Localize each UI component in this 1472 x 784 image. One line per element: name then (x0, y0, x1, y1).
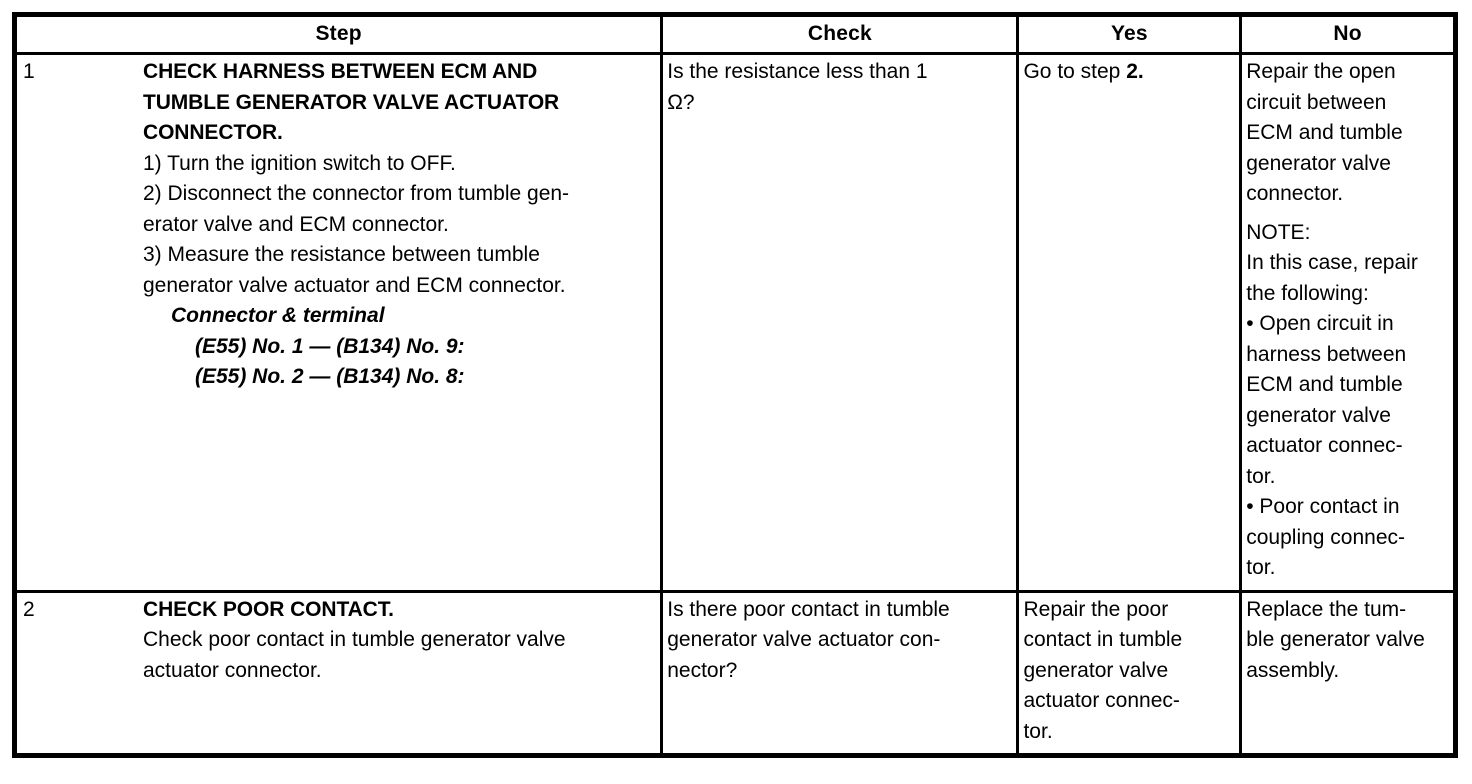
connector-terminal-line: (E55) No. 1 — (B134) No. 9: (195, 334, 465, 358)
step-item-line: 3) Measure the resistance between tumble (143, 243, 540, 266)
cell-yes-2: Repair the poor contact in tumble genera… (1017, 591, 1243, 756)
bullet-item-line: actuator connec- (1246, 434, 1403, 457)
cell-check-2: Is there poor contact in tumble generato… (661, 591, 1020, 756)
check-text-line: Is the resistance less than 1 (667, 60, 928, 83)
step-item-line: generator valve actuator and ECM connect… (143, 273, 566, 297)
step-title-line: CHECK POOR CONTACT. (143, 597, 394, 621)
column-header-check: Check (661, 14, 1020, 55)
yes-step-reference: 2. (1126, 60, 1144, 83)
step-title-line: TUMBLE GENERATOR VALVE ACTUATOR (143, 90, 560, 114)
bullet-item-line: generator valve (1246, 403, 1391, 427)
step-number: 1 (23, 60, 35, 83)
table-body: 1 CHECK HARNESS BETWEEN ECM AND TUMBLE G… (14, 53, 1456, 756)
yes-text-line: Repair the poor (1023, 597, 1169, 621)
no-text-line: ble generator valve (1246, 628, 1425, 651)
note-label: NOTE: (1246, 220, 1311, 244)
table-row: 1 CHECK HARNESS BETWEEN ECM AND TUMBLE G… (14, 53, 1456, 593)
no-text-line: circuit between (1246, 90, 1387, 114)
check-text-line: Is there poor contact in tumble (667, 597, 950, 621)
connector-terminal-line: (E55) No. 2 — (B134) No. 8: (195, 365, 465, 388)
yes-text-prefix: Go to step (1023, 60, 1127, 83)
yes-text-line: actuator connec- (1023, 689, 1180, 712)
step-item-line: erator valve and ECM connector. (143, 212, 449, 236)
table-row: 2 CHECK POOR CONTACT. Check poor contact… (14, 591, 1456, 756)
column-header-step: Step (14, 14, 664, 55)
yes-text-line: generator valve (1023, 658, 1169, 682)
cell-yes-1: Go to step 2. (1017, 53, 1243, 593)
check-text-line: Ω? (667, 90, 695, 114)
column-header-no: No (1240, 14, 1456, 55)
spacer-line (1246, 210, 1449, 218)
cell-step-2: 2 CHECK POOR CONTACT. Check poor contact… (14, 591, 664, 756)
note-text-line: the following: (1246, 281, 1369, 305)
check-text-line: generator valve actuator con- (667, 628, 941, 651)
no-text-line: connector. (1246, 182, 1344, 205)
yes-text-line: tor. (1023, 719, 1053, 743)
note-text-line: In this case, repair (1246, 251, 1418, 274)
bullet-item-line: • Open circuit in (1246, 312, 1394, 335)
bullet-item-line: coupling connec- (1246, 525, 1406, 549)
header-row: Step Check Yes No (14, 14, 1456, 55)
step-body: CHECK POOR CONTACT. Check poor contact i… (143, 595, 656, 687)
step-item-line: actuator connector. (143, 658, 322, 682)
no-text-line: assembly. (1246, 658, 1340, 682)
cell-no-2: Replace the tum- ble generator valve ass… (1241, 591, 1456, 756)
step-number: 2 (23, 597, 35, 621)
no-text-line: generator valve (1246, 151, 1391, 175)
no-text-line: Repair the open (1246, 60, 1396, 83)
cell-step-1: 1 CHECK HARNESS BETWEEN ECM AND TUMBLE G… (14, 53, 664, 593)
no-text-line: Replace the tum- (1246, 597, 1407, 621)
step-item-line: 2) Disconnect the connector from tumble … (143, 182, 570, 205)
step-title-line: CHECK HARNESS BETWEEN ECM AND (143, 60, 538, 83)
table-header: Step Check Yes No (14, 14, 1456, 55)
bullet-item-line: harness between (1246, 342, 1407, 366)
yes-text-line: contact in tumble (1023, 628, 1183, 651)
check-text-line: nector? (667, 658, 738, 682)
yes-text-line: Go to step 2. (1023, 57, 1235, 88)
diagnostic-procedure-table: Step Check Yes No 1 CHECK HARNESS BETWEE… (12, 12, 1458, 758)
step-item-line: Check poor contact in tumble generator v… (143, 628, 566, 651)
column-header-yes: Yes (1017, 14, 1243, 55)
bullet-item-line: tor. (1246, 464, 1276, 488)
cell-check-1: Is the resistance less than 1 Ω? (661, 53, 1020, 593)
bullet-item-line: tor. (1246, 556, 1276, 579)
step-item-line: 1) Turn the ignition switch to OFF. (143, 151, 456, 175)
step-title-line: CONNECTOR. (143, 121, 283, 144)
bullet-item-line: • Poor contact in (1246, 495, 1400, 518)
cell-no-1: Repair the open circuit between ECM and … (1240, 53, 1456, 593)
no-text-line: ECM and tumble (1246, 121, 1403, 144)
bullet-item-line: ECM and tumble (1246, 373, 1403, 396)
step-body: CHECK HARNESS BETWEEN ECM AND TUMBLE GEN… (143, 57, 656, 393)
step-cell-layout: 1 CHECK HARNESS BETWEEN ECM AND TUMBLE G… (21, 57, 656, 393)
connector-terminal-heading: Connector & terminal (171, 304, 385, 327)
step-cell-layout: 2 CHECK POOR CONTACT. Check poor contact… (21, 595, 656, 687)
